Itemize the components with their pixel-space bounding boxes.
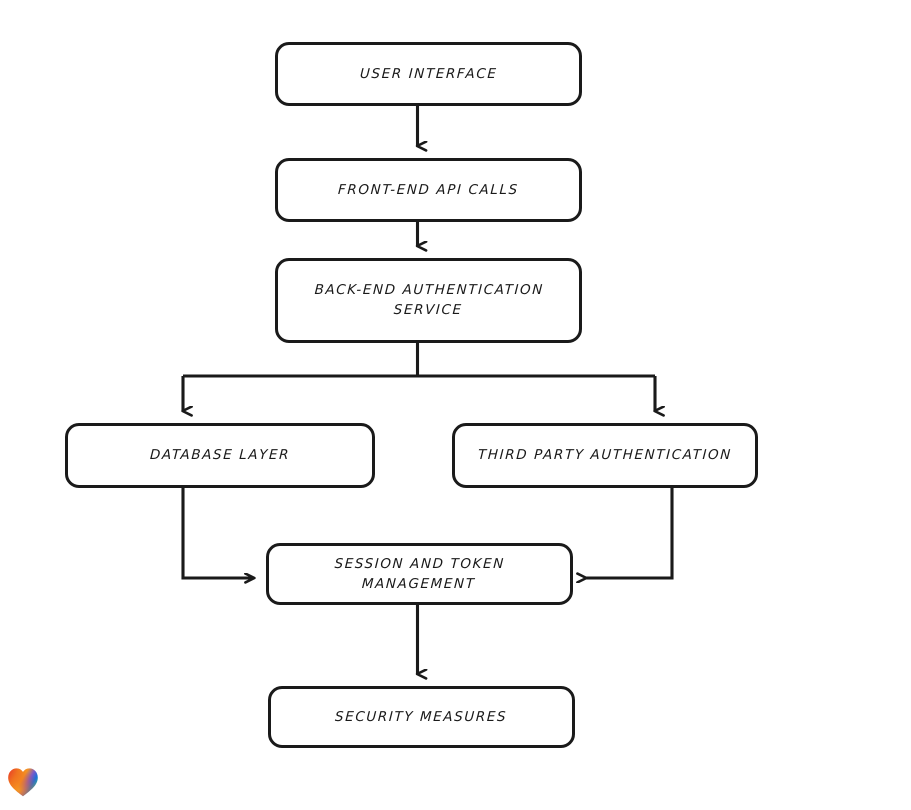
node-label: User Interface <box>359 65 498 82</box>
node-label: Back-End Authentication Service <box>313 282 545 319</box>
node-label: Database Layer <box>149 447 291 464</box>
edge-database-to-session <box>181 488 254 578</box>
node-label: Third Party Authentication <box>477 447 733 464</box>
node-frontend-api-calls[interactable]: Front-End API Calls <box>275 158 582 222</box>
node-label: Front-End API Calls <box>337 181 520 198</box>
node-session-and-token-management[interactable]: Session and Token Management <box>266 543 573 605</box>
edge-thirdparty-to-session <box>586 488 674 578</box>
node-backend-authentication-service[interactable]: Back-End Authentication Service <box>275 258 582 343</box>
heart-icon <box>8 768 38 797</box>
node-security-measures[interactable]: Security Measures <box>268 686 575 748</box>
node-label: Security Measures <box>335 708 508 725</box>
node-user-interface[interactable]: User Interface <box>275 42 582 106</box>
node-label: Session and Token Management <box>334 555 506 592</box>
node-database-layer[interactable]: Database Layer <box>65 423 375 488</box>
node-third-party-authentication[interactable]: Third Party Authentication <box>452 423 758 488</box>
